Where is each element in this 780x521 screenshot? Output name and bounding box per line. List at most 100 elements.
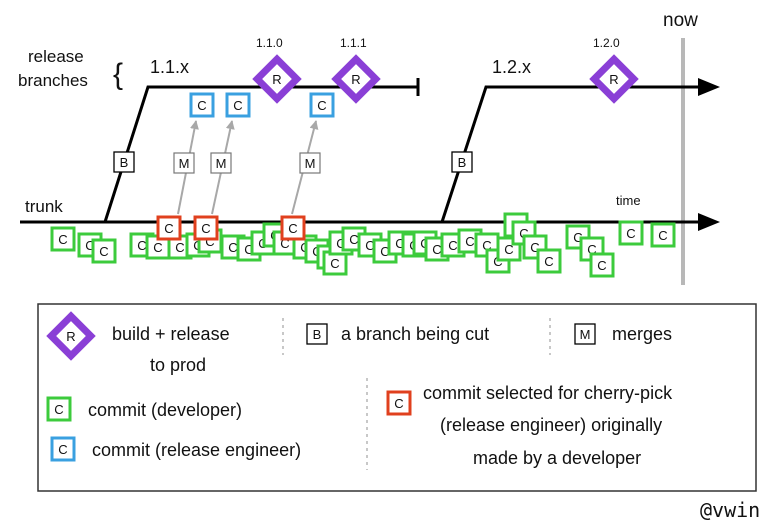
branch-1-1-line [103,85,418,223]
legend-branch-cut-icon: B [306,323,328,345]
developer-commits: CCCCCCCCCCCCCCCCCCCCCCCCCCCCCCCCCCCCCCC [50,212,676,278]
now-label: now [663,10,698,31]
svg-text:B: B [120,155,129,170]
release-branches-brace: { [113,58,123,91]
commit-developer: C [589,252,615,278]
svg-text:C: C [394,396,403,411]
svg-text:C: C [336,236,345,251]
legend-cherry-pick-text: commit selected for cherry-pick [423,383,673,403]
svg-text:C: C [244,242,253,257]
commit-release-engineer: C [189,92,215,118]
svg-text:C: C [58,232,67,247]
release-diamond: R [252,54,302,104]
commit-developer: C [650,222,676,248]
svg-text:C: C [626,226,635,241]
legend-commit-developer-icon: C [46,396,72,422]
commit-cherry-pick: C [156,215,182,241]
svg-text:M: M [580,327,591,342]
svg-text:M: M [305,156,316,171]
legend-release-text-2: to prod [150,355,206,375]
branch-1-1-label: 1.1.x [150,57,189,77]
release-version-1: 1.1.0 [256,36,283,50]
commit-release-engineer: C [225,92,251,118]
merge-marker: M [210,152,232,174]
release-branches-label-2: branches [18,71,88,90]
svg-text:C: C [228,240,237,255]
branch-cut-marker: B [451,151,473,173]
legend-branch-cut-text: a branch being cut [341,324,489,344]
svg-text:C: C [201,221,210,236]
branch-1-2-label: 1.2.x [492,57,531,77]
svg-text:C: C [530,240,539,255]
svg-text:M: M [179,156,190,171]
svg-text:C: C [205,234,214,249]
time-label: time [616,193,641,208]
merge-marker: M [173,152,195,174]
svg-text:C: C [85,238,94,253]
legend-commit-developer-text: commit (developer) [88,400,242,420]
branch-cut-marker: B [113,151,135,173]
commit-developer: C [618,220,644,246]
svg-text:C: C [573,230,582,245]
branch-1-2-arrowhead [698,78,720,96]
release-version-3: 1.2.0 [593,36,620,50]
legend-cherry-pick-icon: C [386,390,412,416]
svg-text:C: C [317,98,326,113]
legend-merge-icon: M [574,323,596,345]
svg-text:C: C [280,236,289,251]
svg-text:C: C [519,226,528,241]
legend-commit-release-engineer-text: commit (release engineer) [92,440,301,460]
svg-text:C: C [137,238,146,253]
release-branches-label: release [28,47,84,66]
watermark: @vwin [700,498,760,521]
legend-release-text: build + release [112,324,230,344]
svg-text:C: C [153,240,162,255]
svg-text:C: C [349,232,358,247]
commit-cherry-pick: C [280,215,306,241]
commit-cherry-pick: C [193,215,219,241]
svg-text:C: C [482,238,491,253]
svg-text:R: R [609,72,618,87]
svg-text:C: C [658,228,667,243]
svg-text:C: C [465,234,474,249]
svg-text:C: C [432,242,441,257]
svg-text:C: C [544,254,553,269]
svg-text:C: C [380,244,389,259]
svg-text:C: C [197,98,206,113]
svg-text:C: C [395,236,404,251]
commit-developer: C [50,226,76,252]
svg-text:C: C [597,258,606,273]
svg-text:C: C [365,238,374,253]
release-diamond: R [331,54,381,104]
svg-text:C: C [99,244,108,259]
merge-marker: M [299,152,321,174]
svg-text:C: C [587,242,596,257]
svg-text:C: C [175,240,184,255]
svg-text:C: C [448,238,457,253]
legend-release-diamond: R [46,311,96,361]
svg-text:R: R [66,329,75,344]
commit-developer: C [91,238,117,264]
release-diamond: R [589,54,639,104]
svg-text:C: C [288,221,297,236]
legend-commit-release-engineer-icon: C [50,436,76,462]
legend-cherry-pick-text-2: (release engineer) originally [440,415,662,435]
svg-text:C: C [233,98,242,113]
commit-developer: C [536,248,562,274]
svg-text:R: R [272,72,281,87]
svg-text:C: C [54,402,63,417]
svg-text:C: C [164,221,173,236]
legend-merges-text: merges [612,324,672,344]
svg-text:M: M [216,156,227,171]
trunk-label: trunk [25,197,63,216]
svg-text:B: B [313,327,322,342]
release-version-2: 1.1.1 [340,36,367,50]
svg-text:C: C [504,242,513,257]
svg-text:B: B [458,155,467,170]
legend-cherry-pick-text-3: made by a developer [473,448,641,468]
svg-text:C: C [58,442,67,457]
svg-text:C: C [330,256,339,271]
commit-release-engineer: C [309,92,335,118]
